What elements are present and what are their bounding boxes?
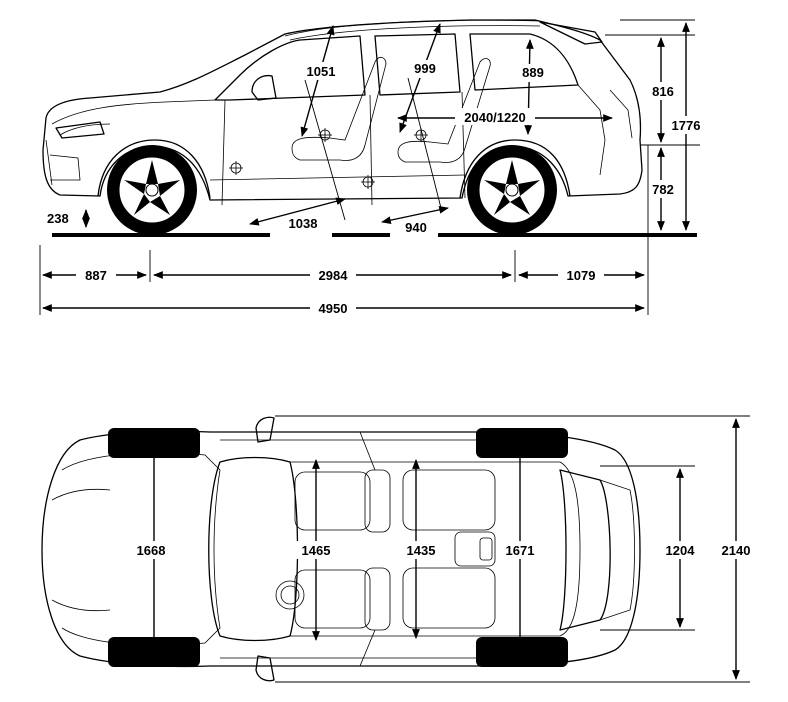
headroom-middle-label: 999 [414, 61, 436, 76]
total-width-label: 2140 [722, 543, 751, 558]
legroom-middle-label: 940 [405, 220, 427, 235]
right-mirror [255, 655, 275, 682]
seat-reference-marks [229, 128, 428, 189]
legroom-front-label: 1038 [289, 216, 318, 231]
rear-track-label: 1671 [506, 543, 535, 558]
tailgate-height-label: 816 [652, 84, 674, 99]
front-track-label: 1668 [137, 543, 166, 558]
headroom-front-label: 1051 [307, 64, 336, 79]
front-window [214, 35, 366, 101]
headroom-rear-label: 889 [522, 65, 544, 80]
left-mirror [255, 416, 275, 443]
front-overhang-label: 887 [85, 268, 107, 283]
total-length-label: 4950 [319, 301, 348, 316]
rear-left-tire [476, 428, 568, 458]
middle-seat [397, 58, 491, 163]
wheelbase-label: 2984 [319, 268, 349, 283]
side-view: 1051 999 889 2040/1220 1038 940 238 816 … [39, 19, 709, 317]
car-body-top-outline [41, 430, 641, 668]
ground-clearance-label: 238 [47, 211, 69, 226]
load-length-label: 2040/1220 [464, 110, 525, 125]
rear-overhang-label: 1079 [567, 268, 596, 283]
front-seats [275, 469, 391, 631]
front-wheel [107, 145, 197, 235]
rear-right-tire [476, 637, 568, 667]
front-left-tire [108, 428, 200, 458]
rear-glass [559, 469, 611, 631]
loading-height-label: 782 [652, 182, 674, 197]
front-seat [291, 56, 387, 161]
rear-wheel [467, 145, 557, 235]
mirror [251, 74, 277, 101]
total-height-label: 1776 [672, 118, 701, 133]
middle-seats [402, 469, 496, 629]
windshield [208, 456, 299, 642]
third-window [469, 33, 579, 91]
headlight [55, 121, 105, 139]
shoulder-front-label: 1465 [302, 543, 331, 558]
top-view: 1668 1465 1435 1671 1204 2140 [41, 415, 760, 683]
load-width-label: 1204 [666, 543, 696, 558]
shoulder-middle-label: 1435 [407, 543, 436, 558]
